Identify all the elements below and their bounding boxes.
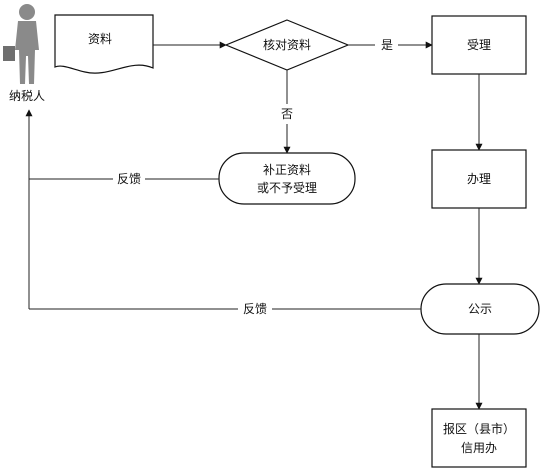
report-label-line2: 信用办 <box>461 440 497 455</box>
accept-label: 受理 <box>467 38 491 52</box>
report-label-line1: 报区（县市） <box>443 421 515 436</box>
reject-node <box>218 152 356 205</box>
document-node <box>54 14 154 74</box>
publicize-label: 公示 <box>468 302 492 316</box>
decision-label: 核对资料 <box>263 38 311 52</box>
taxpayer-person-icon <box>3 4 39 84</box>
edge-no-label: 否 <box>281 107 293 121</box>
reject-label-line2: 或不予受理 <box>257 181 317 195</box>
accept-node <box>431 15 527 75</box>
process-label: 办理 <box>467 171 491 186</box>
reject-label-line1: 补正资料 <box>263 163 311 177</box>
edge-feedback-upper-label: 反馈 <box>117 172 141 186</box>
report-node <box>431 408 527 468</box>
edge-yes-label: 是 <box>381 38 393 52</box>
taxpayer-label: 纳税人 <box>9 89 45 103</box>
document-label: 资料 <box>88 32 112 46</box>
briefcase-icon <box>3 46 15 61</box>
edge-feedback-lower-label: 反馈 <box>243 302 267 316</box>
